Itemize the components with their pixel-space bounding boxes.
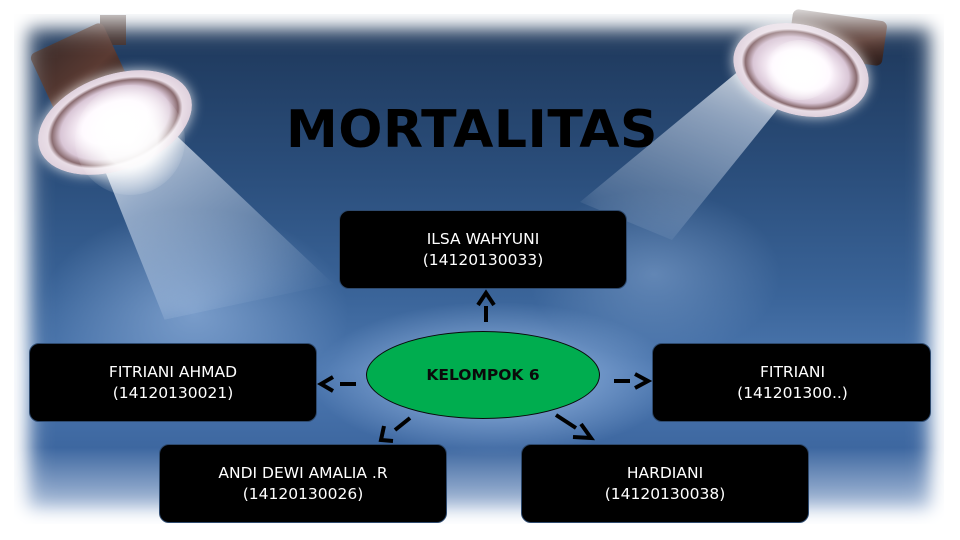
center-group-ellipse: KELOMPOK 6 — [366, 331, 600, 419]
lamp-glow — [75, 85, 185, 195]
member-name: HARDIANI — [626, 463, 704, 482]
lamp-glow — [765, 40, 835, 100]
member-name: FITRIANI AHMAD — [108, 362, 238, 381]
spotlight-right-icon — [722, 8, 890, 132]
member-node-bottom-left: ANDI DEWI AMALIA .R (14120130026) — [159, 444, 447, 523]
member-node-bottom-right: HARDIANI (14120130038) — [521, 444, 809, 523]
member-name: ILSA WAHYUNI — [426, 229, 540, 248]
member-name: FITRIANI — [759, 362, 826, 381]
member-id: (14120130033) — [422, 250, 544, 269]
member-id: (14120130026) — [242, 484, 364, 503]
spotlight-left-icon — [23, 15, 207, 195]
slide-title: MORTALITAS — [286, 100, 658, 160]
member-id: (141201300..) — [737, 383, 848, 402]
member-id: (14120130038) — [604, 484, 726, 503]
member-node-right: FITRIANI (141201300..) — [652, 343, 931, 422]
center-group-label: KELOMPOK 6 — [426, 366, 540, 384]
member-id: (14120130021) — [112, 383, 234, 402]
member-node-left: FITRIANI AHMAD (14120130021) — [29, 343, 317, 422]
member-node-top: ILSA WAHYUNI (14120130033) — [339, 210, 627, 289]
member-name: ANDI DEWI AMALIA .R — [218, 463, 388, 482]
